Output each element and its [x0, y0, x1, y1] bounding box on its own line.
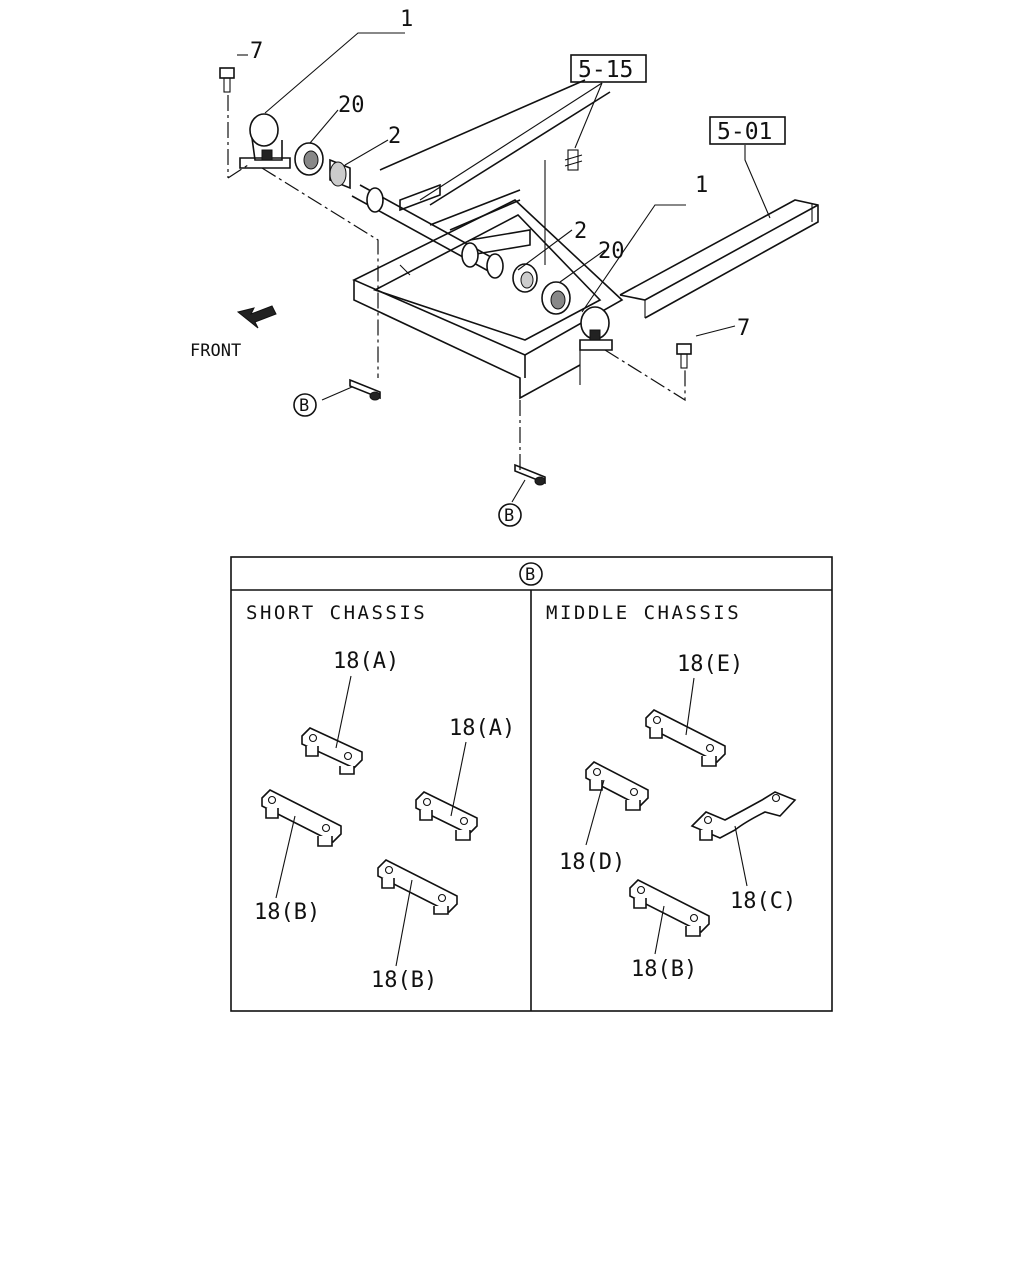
left-bolt-7 [219, 67, 235, 93]
b-marker-left-label: B [299, 396, 309, 416]
lower-bracket-bottom [514, 463, 546, 486]
right-sleeve-2 [512, 263, 538, 293]
table-leader-lines [275, 675, 748, 967]
callout-1-right: 1 [695, 173, 708, 198]
callout-2-left: 2 [388, 124, 401, 149]
front-arrow-icon [236, 305, 277, 329]
label-short-18b-1: 18(B) [254, 900, 320, 925]
callout-7-left: 7 [250, 39, 263, 64]
b-marker-bottom: B [498, 503, 522, 527]
shaft [351, 184, 504, 279]
right-clamp [579, 306, 613, 351]
ref-box-5-15: 5-15 [570, 54, 647, 83]
callout-7-right: 7 [737, 316, 750, 341]
label-short-18a-1: 18(A) [333, 649, 399, 674]
center-bracket [379, 79, 611, 265]
plate-short-a2 [415, 791, 478, 841]
left-clamp [239, 113, 291, 169]
ref-5-01: 5-01 [717, 119, 772, 145]
label-middle-18d: 18(D) [559, 850, 625, 875]
exploded-view: FRONT 1 7 20 2 1 2 20 7 5-15 5-01 B B [190, 7, 819, 527]
detail-table: B SHORT CHASSIS MIDDLE CHASSIS [230, 556, 833, 1012]
callout-20-right: 20 [598, 239, 625, 264]
right-bolt-7 [676, 343, 692, 369]
frame-side-rail [619, 199, 819, 319]
plate-middle-c [690, 791, 797, 841]
left-sleeve-2 [329, 158, 351, 190]
label-middle-18c: 18(C) [730, 889, 796, 914]
lower-bracket-left [349, 378, 381, 401]
bolt-5-15 [564, 149, 583, 171]
table-header-marker: B [519, 562, 543, 586]
right-bushing-20 [541, 281, 571, 315]
ref-5-15: 5-15 [578, 57, 633, 83]
plate-short-a1 [301, 727, 363, 775]
label-short-18a-2: 18(A) [449, 716, 515, 741]
short-chassis-heading: SHORT CHASSIS [246, 602, 427, 624]
plate-middle-d [585, 761, 649, 811]
b-marker-left: B [293, 393, 317, 417]
ref-box-5-01: 5-01 [709, 116, 786, 145]
callout-20-left: 20 [338, 93, 365, 118]
plate-middle-b [629, 879, 710, 937]
label-middle-18e: 18(E) [677, 652, 743, 677]
middle-chassis-heading: MIDDLE CHASSIS [546, 602, 741, 624]
plate-middle-e [645, 709, 726, 767]
plate-short-b2 [377, 859, 458, 915]
label-middle-18b: 18(B) [631, 957, 697, 982]
left-bushing-20 [294, 142, 324, 176]
leader-lines [227, 32, 771, 503]
label-short-18b-2: 18(B) [371, 968, 437, 993]
callout-2-right: 2 [574, 219, 587, 244]
callout-1-left: 1 [400, 7, 413, 32]
table-header-marker-label: B [525, 565, 535, 585]
plate-short-b1 [261, 789, 342, 847]
b-marker-bottom-label: B [504, 506, 514, 526]
front-label: FRONT [190, 341, 241, 361]
